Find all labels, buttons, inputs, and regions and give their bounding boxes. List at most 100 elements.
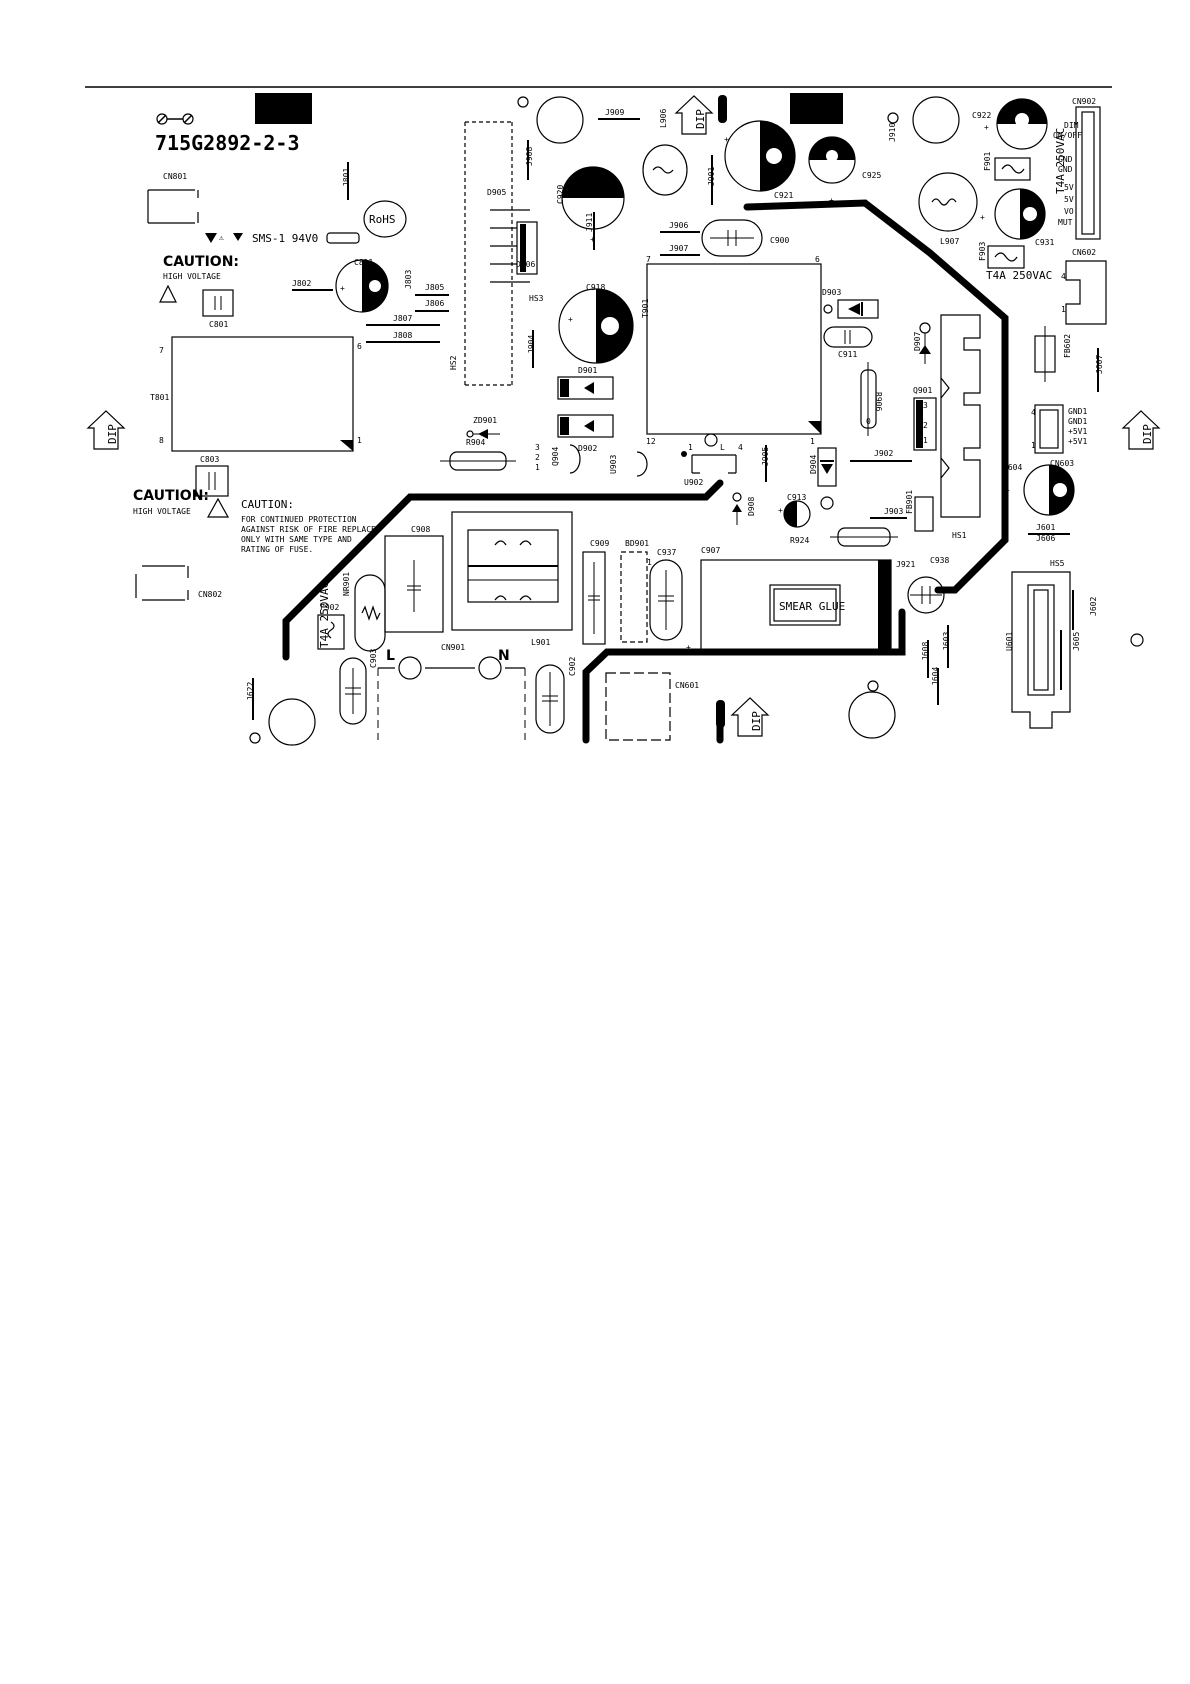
svg-text:N: N: [498, 648, 510, 664]
ul-mark: ⚠ SMS-1 94V0: [205, 232, 360, 245]
svg-text:+: +: [724, 135, 729, 144]
svg-text:AGAINST RISK OF FIRE REPLACE: AGAINST RISK OF FIRE REPLACE: [241, 525, 376, 534]
c803-capacitor: C803: [195, 455, 229, 497]
j902-j903: J902 J903 FB901: [850, 449, 934, 532]
svg-text:J601: J601: [1036, 523, 1055, 532]
svg-text:DIP: DIP: [1141, 424, 1154, 444]
svg-text:J605: J605: [1072, 632, 1081, 651]
c907-bulk-cap: C907 + SMEAR GLUE J921: [686, 546, 915, 654]
svg-text:C909: C909: [590, 539, 609, 548]
caution-top: CAUTION: HIGH VOLTAGE: [159, 254, 239, 303]
svg-text:J910: J910: [888, 123, 897, 142]
svg-text:+5V1: +5V1: [1068, 437, 1087, 446]
svg-text:DIP: DIP: [694, 109, 707, 129]
svg-text:1: 1: [1031, 441, 1036, 450]
svg-text:GND: GND: [1058, 155, 1073, 164]
svg-text:C811: C811: [354, 258, 373, 267]
svg-text:F903: F903: [978, 242, 987, 261]
hs2-heatsink: HS2 D905 D906 HS3 J908 J904: [449, 121, 544, 386]
svg-text:L: L: [720, 443, 725, 452]
svg-text:VO: VO: [1064, 207, 1074, 216]
big-caps-top: C920 + + C921 C925 + J910 J911: [556, 120, 897, 250]
c604-cap: C604 + J601 J606: [1003, 463, 1075, 543]
svg-text:T901: T901: [641, 299, 650, 318]
svg-text:CN603: CN603: [1050, 459, 1074, 468]
svg-text:CN601: CN601: [675, 681, 699, 690]
svg-text:D908: D908: [747, 497, 756, 516]
svg-text:HS3: HS3: [529, 294, 544, 303]
svg-text:+: +: [984, 123, 989, 132]
svg-text:5V: 5V: [1064, 183, 1074, 192]
svg-text:ON/OFF: ON/OFF: [1053, 131, 1082, 140]
svg-text:C931: C931: [1035, 238, 1054, 247]
svg-text:L: L: [386, 648, 395, 664]
svg-text:CAUTION:: CAUTION:: [133, 488, 209, 504]
svg-text:C937: C937: [657, 548, 676, 557]
svg-text:GND1: GND1: [1068, 407, 1087, 416]
svg-text:2: 2: [923, 421, 928, 430]
c938-j603: C938 J603 J608 J604: [907, 556, 951, 705]
svg-text:1: 1: [647, 558, 652, 567]
svg-text:+: +: [686, 643, 691, 652]
hs1-heatsink: HS1 Q901 3 2 1 D907: [913, 314, 981, 540]
svg-text:C908: C908: [411, 525, 430, 534]
svg-text:+: +: [829, 196, 834, 205]
svg-text:6: 6: [815, 255, 820, 264]
svg-text:J606: J606: [1036, 534, 1055, 543]
rohs-badge: RoHS: [363, 200, 407, 238]
black-marker-top-left: [255, 93, 312, 124]
svg-text:U903: U903: [609, 455, 618, 474]
svg-text:RATING OF FUSE.: RATING OF FUSE.: [241, 545, 313, 554]
c918-cap: C918 +: [558, 283, 634, 364]
svg-text:GND1: GND1: [1068, 417, 1087, 426]
svg-text:12: 12: [646, 437, 656, 446]
svg-text:J807: J807: [393, 314, 412, 323]
svg-text:+: +: [1005, 486, 1010, 495]
svg-text:J903: J903: [884, 507, 903, 516]
svg-text:D906: D906: [516, 260, 535, 269]
svg-text:D902: D902: [578, 444, 597, 453]
svg-text:7: 7: [646, 255, 651, 264]
black-marker-top-right: [790, 93, 843, 124]
svg-text:R904: R904: [466, 438, 485, 447]
svg-text:1: 1: [1061, 305, 1066, 314]
svg-text:L901: L901: [531, 638, 550, 647]
svg-text:F902: F902: [320, 603, 339, 612]
svg-text:C903: C903: [369, 649, 378, 668]
part-number-area: 715G2892-2-3: [155, 113, 300, 155]
svg-text:ONLY WITH SAME TYPE AND: ONLY WITH SAME TYPE AND: [241, 535, 352, 544]
svg-text:HIGH VOLTAGE: HIGH VOLTAGE: [133, 507, 191, 516]
svg-text:RoHS: RoHS: [369, 213, 396, 226]
svg-text:C902: C902: [568, 657, 577, 676]
svg-text:C911: C911: [838, 350, 857, 359]
svg-text:J909: J909: [605, 108, 624, 117]
svg-text:J902: J902: [874, 449, 893, 458]
cn802-connector: CN802: [135, 565, 222, 601]
caution-lower: CAUTION: HIGH VOLTAGE CAUTION: FOR CONTI…: [133, 488, 376, 554]
cn801-connector: CN801: [147, 172, 199, 224]
svg-text:J907: J907: [669, 244, 688, 253]
svg-text:SMS-1 94V0: SMS-1 94V0: [252, 232, 318, 245]
dip-arrow-right: DIP: [1121, 410, 1161, 450]
d903-diode: D903 C911: [822, 288, 879, 359]
svg-text:C803: C803: [200, 455, 219, 464]
svg-text:BD901: BD901: [625, 539, 649, 548]
svg-text:J802: J802: [292, 279, 311, 288]
svg-text:6: 6: [357, 342, 362, 351]
svg-text:1: 1: [688, 443, 693, 452]
c903-cap: C903 J622: [246, 649, 378, 725]
svg-text:J604: J604: [931, 667, 940, 686]
svg-text:J603: J603: [942, 632, 951, 651]
c801-capacitor: C801: [202, 289, 234, 329]
svg-text:CN901: CN901: [441, 643, 465, 652]
t801-transformer: T801 7 6 8 1: [150, 336, 362, 452]
svg-text:3: 3: [535, 443, 540, 452]
l901-choke: L901: [451, 511, 573, 647]
cn901-connector: L CN901 N: [377, 643, 526, 740]
svg-text:CN801: CN801: [163, 172, 187, 181]
svg-text:CN802: CN802: [198, 590, 222, 599]
svg-text:CAUTION:: CAUTION:: [163, 254, 239, 270]
svg-text:1: 1: [357, 436, 362, 445]
svg-text:NR901: NR901: [342, 572, 351, 596]
svg-text:J622: J622: [246, 682, 255, 701]
